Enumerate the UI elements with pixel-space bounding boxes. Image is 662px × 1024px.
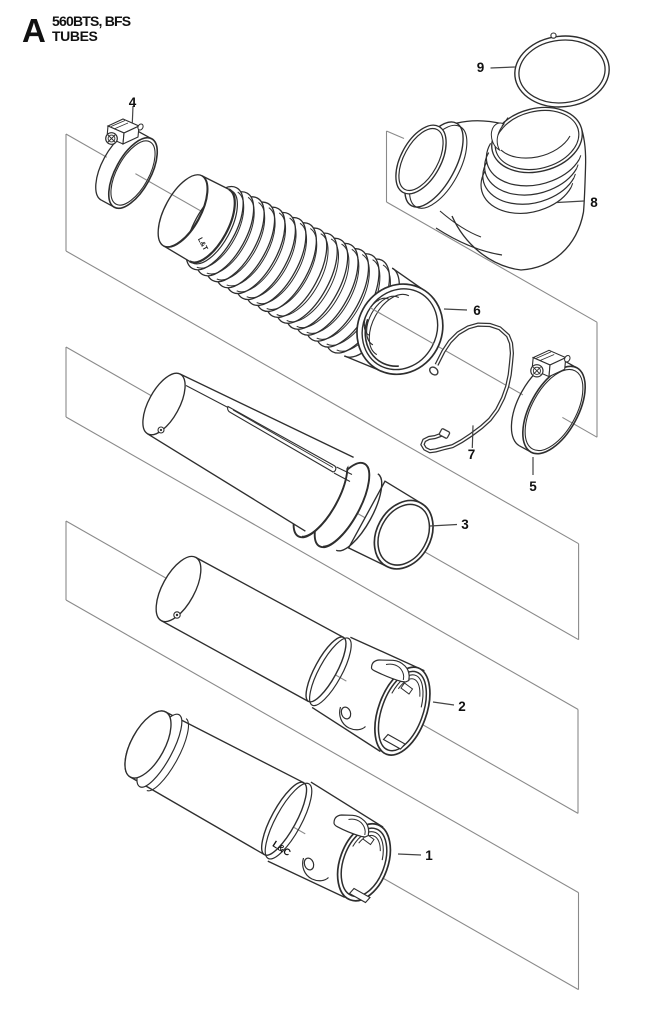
svg-text:9: 9 — [477, 60, 485, 75]
svg-text:3: 3 — [461, 517, 469, 532]
svg-text:A: A — [22, 12, 46, 49]
svg-text:6: 6 — [473, 303, 481, 318]
svg-text:7: 7 — [468, 447, 476, 462]
svg-text:4: 4 — [129, 95, 137, 110]
svg-text:560BTS, BFS: 560BTS, BFS — [52, 13, 131, 29]
svg-text:TUBES: TUBES — [52, 28, 98, 44]
svg-text:2: 2 — [458, 699, 466, 714]
svg-text:1: 1 — [425, 848, 433, 863]
svg-text:5: 5 — [529, 479, 537, 494]
svg-text:8: 8 — [590, 195, 598, 210]
